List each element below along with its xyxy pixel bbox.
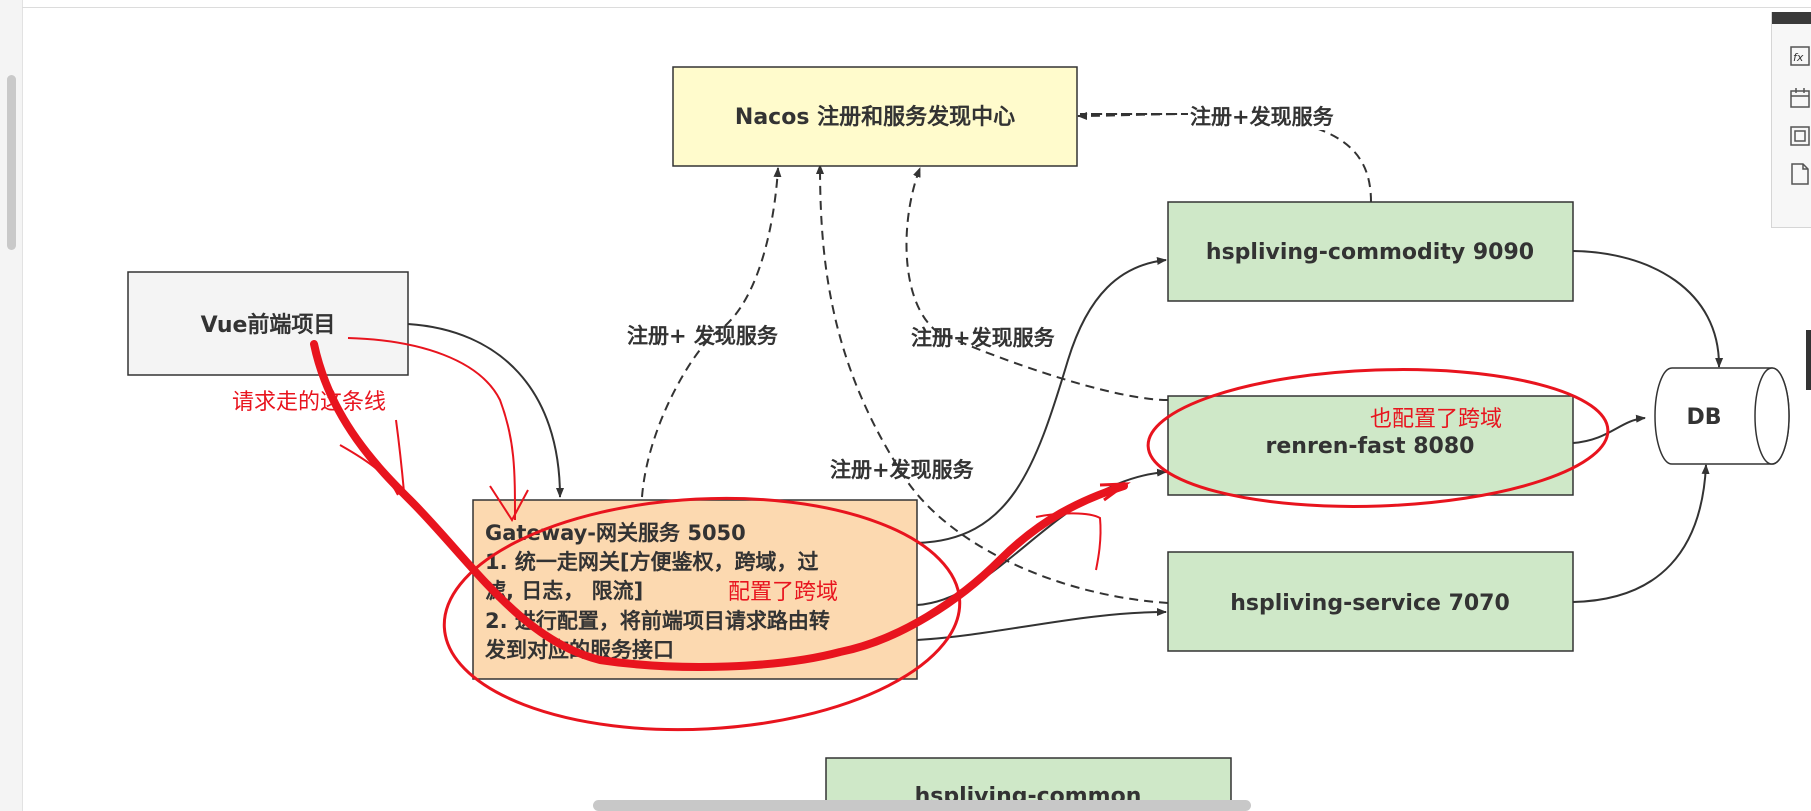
- edge-label-service-nacos: 注册+发现服务: [830, 458, 975, 482]
- edge-gateway-commodity: [916, 257, 1167, 544]
- renren-highlight-ellipse: [1146, 368, 1610, 508]
- toolbar-header: [1772, 12, 1811, 24]
- renren-scribble: [1035, 512, 1102, 571]
- gateway-line-2: 滤, 日志， 限流]: [485, 579, 643, 603]
- calendar-icon[interactable]: [1789, 86, 1811, 110]
- horizontal-scrollbar-thumb[interactable]: [593, 800, 1251, 811]
- commodity-label: hspliving-commodity 9090: [1206, 240, 1534, 265]
- red-annotations: [310, 337, 1610, 732]
- gateway-line-1: 1. 统一走网关[方便鉴权，跨域，过: [485, 550, 819, 574]
- commodity-node[interactable]: hspliving-commodity 9090: [1167, 201, 1574, 302]
- frame-icon[interactable]: [1789, 124, 1811, 148]
- edge-commodity-nacos-c: [1077, 112, 1191, 120]
- edge-label-commodity-nacos: 注册+发现服务: [1190, 105, 1335, 129]
- edge-label-renren-nacos: 注册+发现服务: [911, 326, 1056, 350]
- service-label: hspliving-service 7070: [1230, 591, 1510, 616]
- edge-gateway-nacos: [641, 167, 782, 498]
- page-icon[interactable]: [1789, 162, 1811, 186]
- vue-label: Vue前端项目: [201, 312, 336, 338]
- edge-service-db: [1572, 464, 1710, 603]
- nacos-label: Nacos 注册和服务发现中心: [735, 104, 1015, 130]
- renren-label: renren-fast 8080: [1266, 434, 1475, 459]
- vertical-scrollbar-thumb[interactable]: [7, 75, 16, 250]
- edge-renren-nacos: [905, 167, 1169, 401]
- request-scribble-a: [339, 444, 399, 496]
- right-toolbar: fx: [1771, 12, 1811, 228]
- annotation-request-path: 请求走的这条线: [232, 390, 386, 415]
- nacos-node[interactable]: Nacos 注册和服务发现中心: [672, 66, 1078, 167]
- vertical-scrollbar-track[interactable]: [0, 0, 23, 811]
- edge-service-nacos: [816, 164, 1169, 604]
- gateway-title: Gateway-网关服务 5050: [485, 521, 746, 545]
- renren-arrowhead: [1099, 482, 1131, 502]
- top-divider: [22, 7, 1811, 8]
- edge-vue-gateway: [407, 323, 564, 498]
- fx-icon[interactable]: fx: [1789, 44, 1811, 68]
- svg-text:fx: fx: [1793, 51, 1804, 64]
- edge-gateway-renren: [916, 468, 1167, 606]
- db-node[interactable]: DB: [1654, 367, 1790, 465]
- request-path-stroke: [310, 340, 1128, 671]
- edge-commodity-db: [1572, 250, 1724, 368]
- gateway-highlight-ellipse: [442, 496, 962, 732]
- edge-renren-db: [1572, 414, 1646, 444]
- request-scribble-b: [395, 419, 405, 493]
- annotation-gateway-cors: 配置了跨域: [728, 580, 838, 605]
- edge-label-gateway-nacos: 注册+ 发现服务: [627, 324, 779, 348]
- db-label: DB: [1686, 405, 1721, 430]
- request-arrowhead: [489, 485, 529, 522]
- annotation-renren-cors: 也配置了跨域: [1370, 407, 1502, 432]
- request-path-thin: [347, 337, 516, 521]
- vue-node[interactable]: Vue前端项目: [127, 271, 409, 376]
- right-edge-tab[interactable]: [1806, 330, 1811, 390]
- service-node[interactable]: hspliving-service 7070: [1167, 551, 1574, 652]
- renren-node[interactable]: renren-fast 8080: [1167, 395, 1574, 496]
